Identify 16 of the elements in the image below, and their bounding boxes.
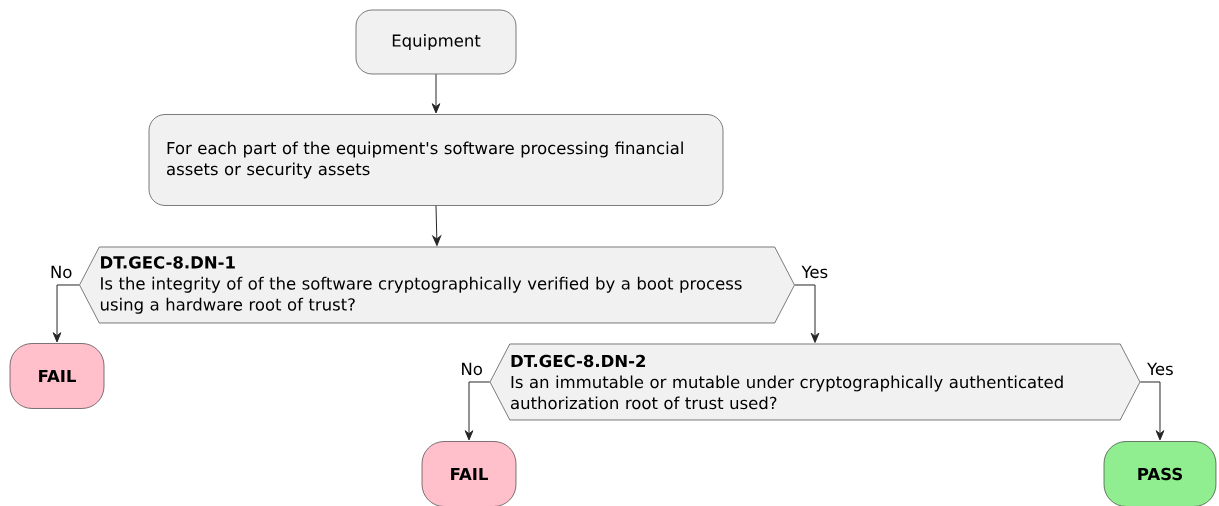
edge-label: Yes — [1146, 361, 1175, 377]
arrow — [52, 284, 80, 343]
arrow — [432, 205, 442, 246]
end-box: FAIL — [9, 343, 105, 409]
arrow — [1139, 381, 1165, 441]
process-box: For each part of the equipment's software processing financial assets or security assets — [148, 114, 724, 206]
edge-label: No — [48, 264, 74, 280]
arrow — [794, 284, 820, 343]
end-box: PASS — [1103, 441, 1217, 506]
decision-hexagon: DT.GEC-8.DN-2 Is an immutable or mutable under cryptographically authenticated authorization root of trust used? — [489, 343, 1141, 421]
end-box: FAIL — [421, 441, 517, 506]
edge-label: Yes — [800, 264, 830, 280]
process-box: Equipment — [355, 9, 517, 75]
arrow — [464, 381, 491, 441]
edge-label: No — [459, 361, 484, 377]
arrow — [431, 73, 441, 114]
